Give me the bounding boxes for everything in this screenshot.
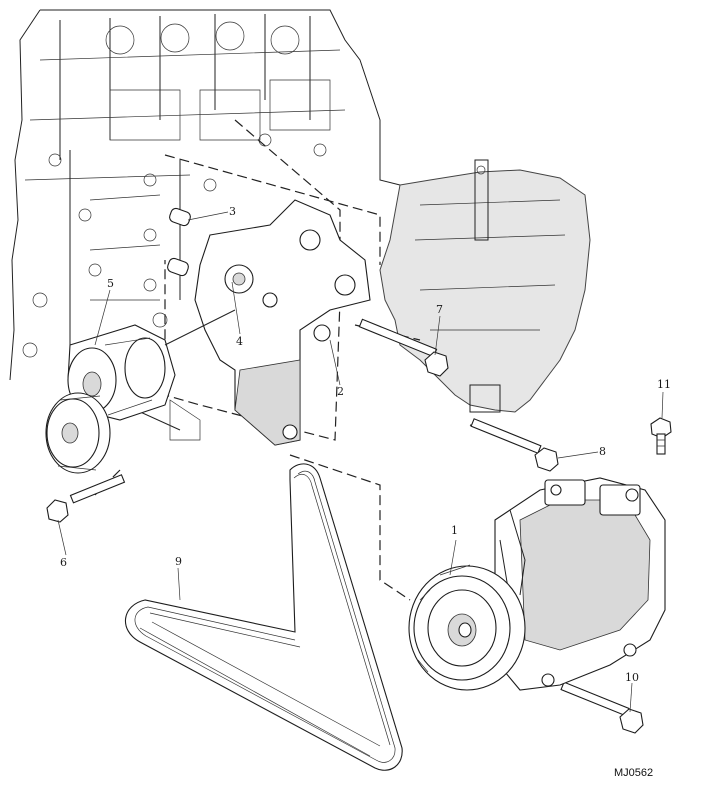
callout-11: 11 [657,378,671,391]
idler-pulley [45,392,111,474]
callout-5: 5 [107,277,114,290]
bolt-tensioner [164,309,236,346]
callout-8: 8 [599,445,606,458]
bolt-6 [46,474,126,523]
bolt-8 [470,418,559,472]
heat-shield [379,159,591,413]
ac-compressor [408,477,666,691]
figure-reference: MJ0562 [614,767,653,779]
callout-labels: 1 2 3 4 5 6 7 8 9 10 11 [60,205,671,684]
callout-9: 9 [175,555,182,568]
dowel-pins [167,207,191,277]
callout-3: 3 [229,205,236,218]
bolt-7 [358,318,449,377]
mounting-bracket [194,199,371,446]
callout-7: 7 [436,303,443,316]
bolt-10 [560,681,644,734]
callout-4: 4 [236,335,243,348]
drive-belt [124,463,403,771]
callout-leaders [57,211,664,713]
engine-block [9,9,401,441]
bolt-11 [650,417,672,455]
callout-2: 2 [337,385,344,398]
callout-10: 10 [625,671,639,684]
callout-1: 1 [451,524,458,537]
callout-6: 6 [60,556,67,569]
